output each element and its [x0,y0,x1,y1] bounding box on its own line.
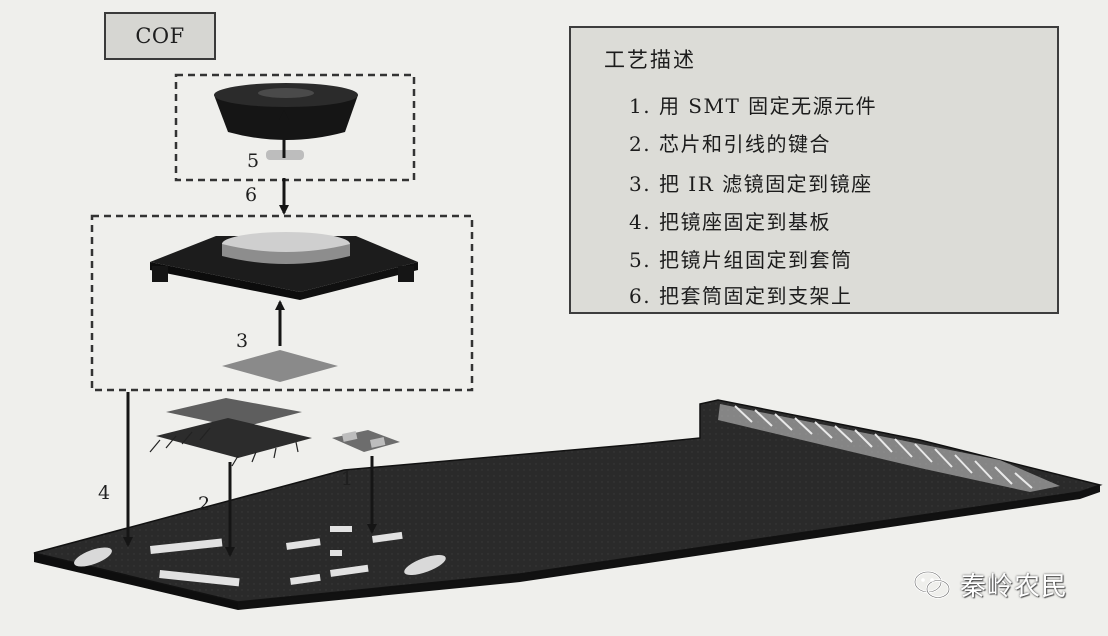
ir-filter [222,350,338,382]
process-step-5: 5. 把镜片组固定到套筒 [629,248,853,272]
flex-circuit-board [33,399,1103,610]
process-step-3: 3. 把 IR 滤镜固定到镜座 [629,172,873,196]
process-description-panel: 工艺描述 1. 用 SMT 固定无源元件 2. 芯片和引线的键合 3. 把 IR… [569,26,1059,314]
wechat-icon [913,570,951,599]
lens-holder [150,232,418,300]
step-number-4: 4 [98,482,111,504]
image-sensor-chip [149,398,312,467]
connector-contacts [734,405,1033,489]
step-number-3: 3 [236,330,249,352]
cof-label: COF [104,12,216,60]
process-step-1: 1. 用 SMT 固定无源元件 [629,94,878,118]
lens-barrel [214,83,358,140]
process-step-4: 4. 把镜座固定到基板 [629,210,831,234]
step-number-5: 5 [247,150,260,172]
passive-components [332,430,400,452]
process-step-6: 6. 把套筒固定到支架上 [629,284,853,308]
holder-group-boundary [90,214,474,392]
step-number-2: 2 [198,493,211,515]
board-pads [150,526,403,587]
process-description-title: 工艺描述 [604,48,696,72]
lens-group-boundary [174,73,416,182]
step-number-1: 1 [341,468,354,490]
watermark-text: 秦岭农民 [960,572,1069,602]
process-step-2: 2. 芯片和引线的键合 [629,132,831,156]
watermark: 秦岭农民 [912,566,1068,603]
step-number-6: 6 [245,184,258,206]
